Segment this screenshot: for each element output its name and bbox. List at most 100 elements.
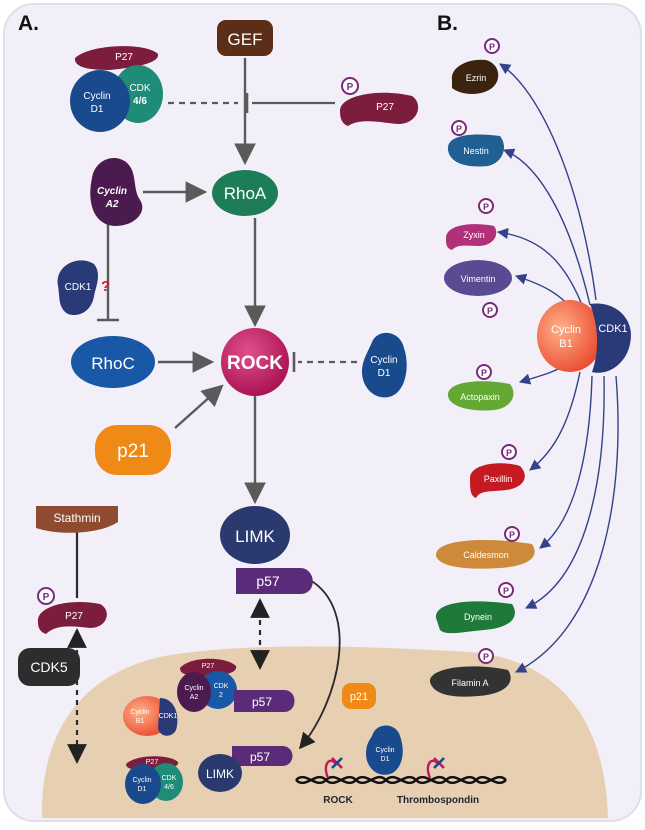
nucleus-p57-node: p57 <box>234 690 295 712</box>
substrate-paxillin: Paxillin P <box>470 444 525 498</box>
stathmin-label: Stathmin <box>53 511 100 525</box>
panel-a-connectors <box>67 58 357 764</box>
p27-shape <box>339 92 419 126</box>
p21-label: p21 <box>350 691 368 703</box>
phospho-badge: P <box>478 648 494 664</box>
cyclinb1-shape <box>537 300 603 372</box>
substrate-ezrin: Ezrin P <box>451 38 500 94</box>
cdk1-label: CDK1 <box>65 282 92 293</box>
cdk1-node: CDK1 ? <box>57 260 110 316</box>
nestin-label: Nestin <box>463 146 489 156</box>
dynein-label: Dynein <box>464 612 492 622</box>
cyclinb1-cdk1-complex: Cyclin B1 CDK1 <box>537 300 632 373</box>
phospho-badge: P <box>504 526 520 542</box>
arrow-filamin <box>514 375 619 673</box>
arrow-ezrin <box>499 63 597 301</box>
vimentin-label: Vimentin <box>461 274 496 284</box>
substrate-dynein: Dynein P <box>435 582 515 634</box>
caldesmon-label: Caldesmon <box>463 550 509 560</box>
arrow-dynein <box>524 375 605 609</box>
stathmin-node: Stathmin <box>36 506 118 533</box>
limk-node: LIMK <box>220 506 290 564</box>
p27-label: P27 <box>146 759 159 766</box>
rhoa-label: RhoA <box>224 184 267 203</box>
cyclina2-node: Cyclin A2 <box>90 157 143 226</box>
cdk46-label-2: 4/6 <box>164 784 174 791</box>
phospho-badge: P <box>476 364 492 380</box>
arrow-caldesmon <box>539 375 593 549</box>
p21-to-rock-arrow <box>174 384 224 429</box>
svg-text:P: P <box>506 448 512 458</box>
panel-b-label: B. <box>437 12 458 35</box>
p57-label: p57 <box>256 573 280 589</box>
nucleus-cyclind1-cdk46-p27-complex: P27 CDK 4/6 Cyclin D1 <box>125 756 183 804</box>
gef-label: GEF <box>228 30 263 49</box>
cdk2-label-1: CDK <box>214 683 229 690</box>
cyclind1-label-1: Cyclin <box>375 747 394 754</box>
dna-helix <box>295 775 507 785</box>
svg-text:P: P <box>347 82 354 93</box>
cdk5-label: CDK5 <box>30 659 68 675</box>
phospho-badge: P <box>451 120 467 136</box>
substrate-zyxin: Zyxin P <box>446 198 497 250</box>
rock-label: ROCK <box>227 353 283 374</box>
cyclind1-label-1: Cyclin <box>132 777 151 784</box>
cdk5-node: CDK5 <box>18 648 80 686</box>
cyclina2-label-2: A2 <box>190 694 199 701</box>
svg-text:P: P <box>481 368 487 378</box>
p21-node: p21 <box>95 425 171 475</box>
arrow-zyxin <box>496 227 585 311</box>
ezrin-label: Ezrin <box>466 73 487 83</box>
svg-text:P: P <box>509 530 515 540</box>
p27-label: P27 <box>376 102 394 113</box>
phospho-badge: P <box>501 444 517 460</box>
nucleus-limk-p57-complex: p57 LIMK <box>198 746 293 792</box>
cyclina2-label-1: Cyclin <box>184 685 203 692</box>
rhoc-node: RhoC <box>71 336 155 388</box>
phospho-badge: P <box>484 38 500 54</box>
uncertain-link-icon: ? <box>101 278 110 295</box>
cdk1-label: CDK1 <box>159 713 178 720</box>
p57-label: p57 <box>252 695 272 709</box>
substrate-actopaxin: Actopaxin P <box>447 364 514 411</box>
cdk46-label-1: CDK <box>162 775 177 782</box>
cyclind1-label-2: D1 <box>381 756 390 763</box>
limk-label: LIMK <box>206 767 234 781</box>
zyxin-label: Zyxin <box>463 230 485 240</box>
cyclind1-label-1: Cyclin <box>370 355 397 366</box>
p57-to-nucleus-arrow <box>298 579 341 750</box>
svg-text:P: P <box>503 586 509 596</box>
cyclind1-node: Cyclin D1 <box>362 332 407 398</box>
phospho-badge: P <box>498 582 514 598</box>
p27-shape <box>74 46 159 70</box>
nucleus-cyclind1-node: Cyclin D1 <box>366 725 403 775</box>
phospho-badge: P <box>482 302 498 318</box>
p27-label: P27 <box>202 663 215 670</box>
cyclind1-label-2: D1 <box>91 104 104 115</box>
cdk1-shape <box>590 303 632 373</box>
arrow-nestin <box>502 148 591 306</box>
p27-label: P27 <box>65 611 83 622</box>
svg-text:P: P <box>483 652 489 662</box>
cyclinb1-label-2: B1 <box>136 718 145 725</box>
svg-text:P: P <box>483 202 489 212</box>
phospho-p27-node: P27 P <box>339 77 419 126</box>
substrate-nestin: Nestin P <box>447 120 504 167</box>
arrow-paxillin <box>529 371 581 471</box>
cyclinb1-label-2: B1 <box>559 338 572 350</box>
svg-text:P: P <box>487 306 493 316</box>
cyclinb1-label-1: Cyclin <box>130 709 149 716</box>
thrombospondin-gene-repression-icon <box>426 757 445 779</box>
p21-label: p21 <box>117 441 149 462</box>
panel-a-label: A. <box>18 12 39 35</box>
rhoa-node: RhoA <box>212 170 278 216</box>
nucleus-p21-node: p21 <box>342 683 376 709</box>
phospho-badge: P <box>37 587 55 605</box>
phospho-badge: P <box>478 198 494 214</box>
cyclinb1-label-1: Cyclin <box>551 324 581 336</box>
cyclind1-label-2: D1 <box>378 368 391 379</box>
phospho-p27-left-node: P27 P <box>37 587 107 634</box>
cyclina2-label-2: A2 <box>105 199 119 210</box>
